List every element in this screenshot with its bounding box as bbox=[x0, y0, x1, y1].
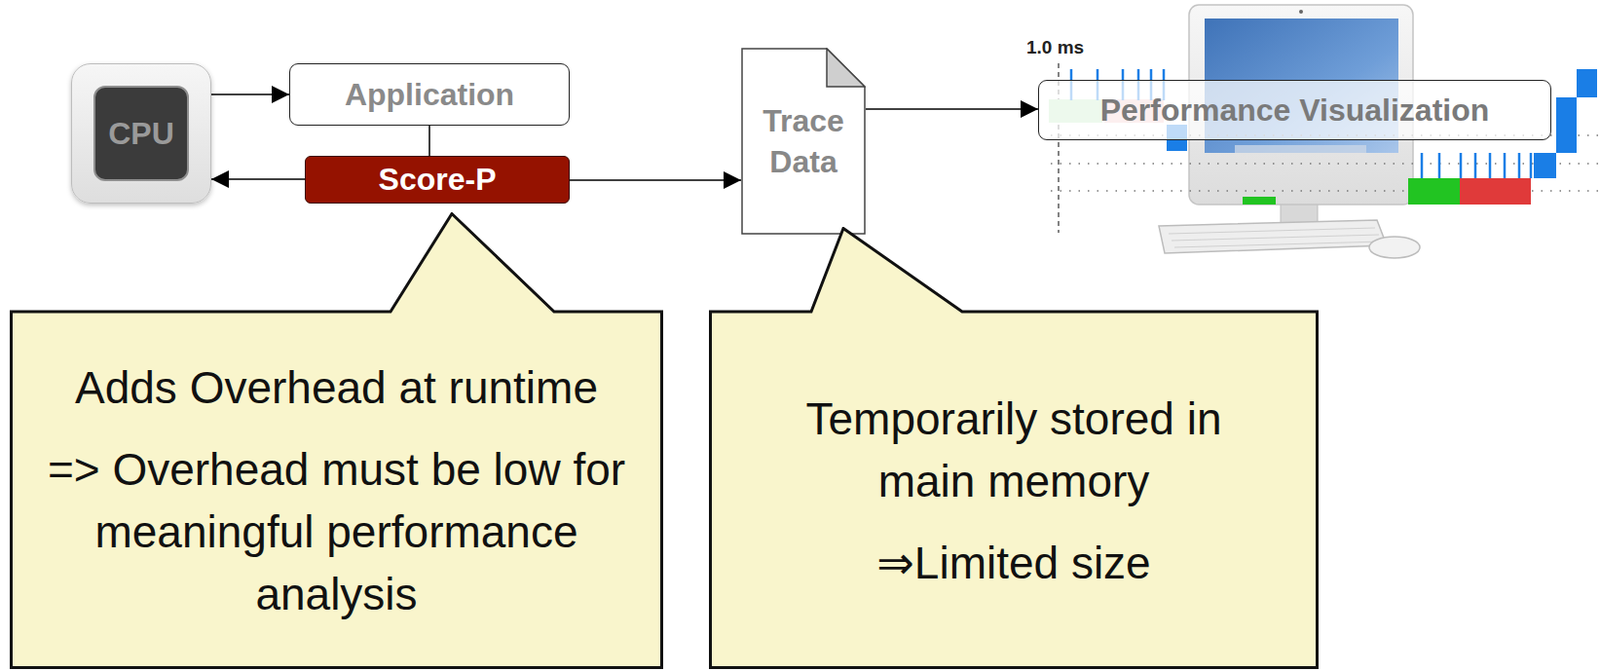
callout-outline bbox=[708, 226, 1319, 670]
screen-dock bbox=[1234, 145, 1367, 153]
node-label: Score-P bbox=[378, 161, 497, 198]
connector-arrow bbox=[569, 179, 742, 182]
time-scale-label: 1.0 ms bbox=[1026, 37, 1084, 59]
callout-body: Temporarily stored in main memory ⇒Limite… bbox=[708, 311, 1319, 670]
timeline-bar bbox=[1242, 196, 1276, 205]
timeline-bar bbox=[1556, 97, 1577, 153]
timeline-bar bbox=[1576, 69, 1598, 98]
callout-text: => Overhead must be low for meaningful p… bbox=[30, 438, 644, 626]
callout-shape bbox=[710, 228, 1318, 669]
timeline-bar bbox=[1533, 152, 1557, 179]
keyboard bbox=[1158, 220, 1387, 254]
cpu-chip: CPU bbox=[93, 85, 189, 182]
camera bbox=[1299, 9, 1303, 14]
callout-box: Adds Overhead at runtime => Overhead must… bbox=[9, 212, 664, 670]
process-box: Performance Visualization bbox=[1038, 79, 1552, 141]
connector-arrow bbox=[865, 108, 1039, 111]
timeline-bar bbox=[1459, 178, 1531, 205]
node-label: Application bbox=[344, 76, 515, 113]
connector-arrow bbox=[211, 93, 290, 96]
document-shape: Trace Data bbox=[741, 47, 866, 235]
document-fold bbox=[826, 48, 865, 87]
callout-text: Temporarily stored in main memory bbox=[760, 387, 1267, 513]
connector-arrow bbox=[211, 178, 305, 181]
timeline-row bbox=[1050, 162, 1600, 165]
callout-body: Adds Overhead at runtime => Overhead must… bbox=[9, 311, 664, 670]
document-page bbox=[742, 48, 865, 234]
process-box: Application bbox=[289, 63, 570, 126]
timeline-bar bbox=[1408, 178, 1460, 205]
callout-text: ⇒Limited size bbox=[876, 531, 1151, 595]
callout-shape bbox=[11, 214, 663, 669]
process-box: Score-P bbox=[304, 155, 570, 204]
node-label: CPU bbox=[108, 115, 175, 152]
callout-box: Temporarily stored in main memory ⇒Limite… bbox=[708, 226, 1319, 670]
mouse bbox=[1369, 236, 1420, 259]
node-label: Performance Visualization bbox=[1100, 92, 1490, 129]
callout-text: Adds Overhead at runtime bbox=[74, 356, 598, 419]
node-label: Trace Data bbox=[752, 100, 855, 183]
document-outline bbox=[741, 47, 866, 235]
cpu-icon: CPU bbox=[71, 63, 212, 204]
keyboard-keys bbox=[1168, 227, 1382, 248]
connector-arrow bbox=[428, 125, 431, 156]
